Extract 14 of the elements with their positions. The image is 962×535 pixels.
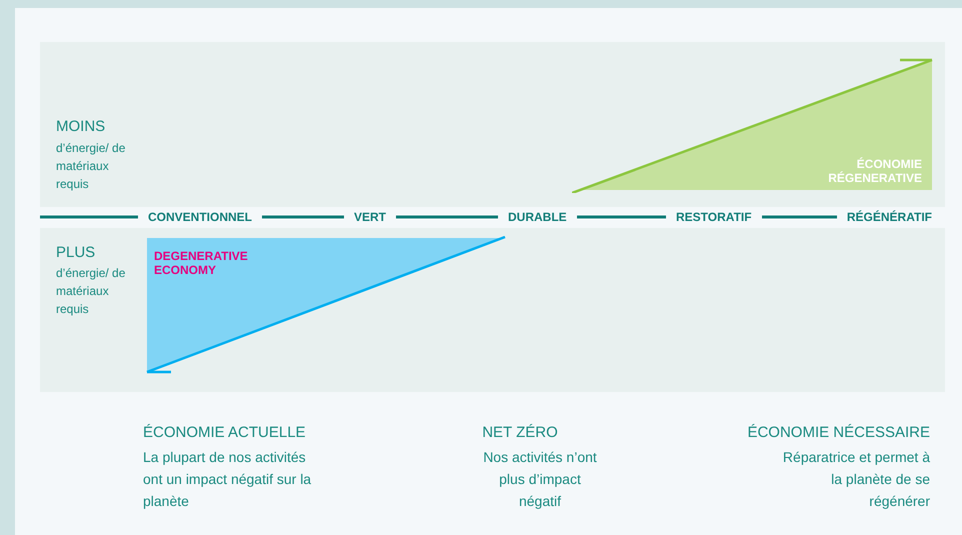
column-heading: ÉCONOMIE NÉCESSAIRE (747, 424, 930, 441)
column-heading: ÉCONOMIE ACTUELLE (143, 424, 306, 441)
axis-note: d’énergie/ de matériaux requis (56, 265, 126, 318)
degenerative-triangle (145, 236, 507, 376)
axis-note: d’énergie/ de matériaux requis (56, 140, 126, 193)
column-heading: NET ZÉRO (481, 424, 559, 441)
column-text: Nos activités n’ont plus d’impact négatif (482, 448, 598, 511)
regenerative-triangle (572, 58, 934, 193)
column-text: Réparatrice et permet à la planète de se régénérer (782, 448, 930, 511)
column-text: La plupart de nos activités ont un impact négatif sur la planète (143, 448, 312, 511)
axis-heading: MOINS (56, 118, 106, 135)
axis-heading: PLUS (56, 244, 96, 261)
triangle-label: ÉCONOMIE RÉGENERATIVE (827, 157, 922, 185)
triangle-label: DEGENERATIVE ECONOMY (154, 249, 249, 277)
